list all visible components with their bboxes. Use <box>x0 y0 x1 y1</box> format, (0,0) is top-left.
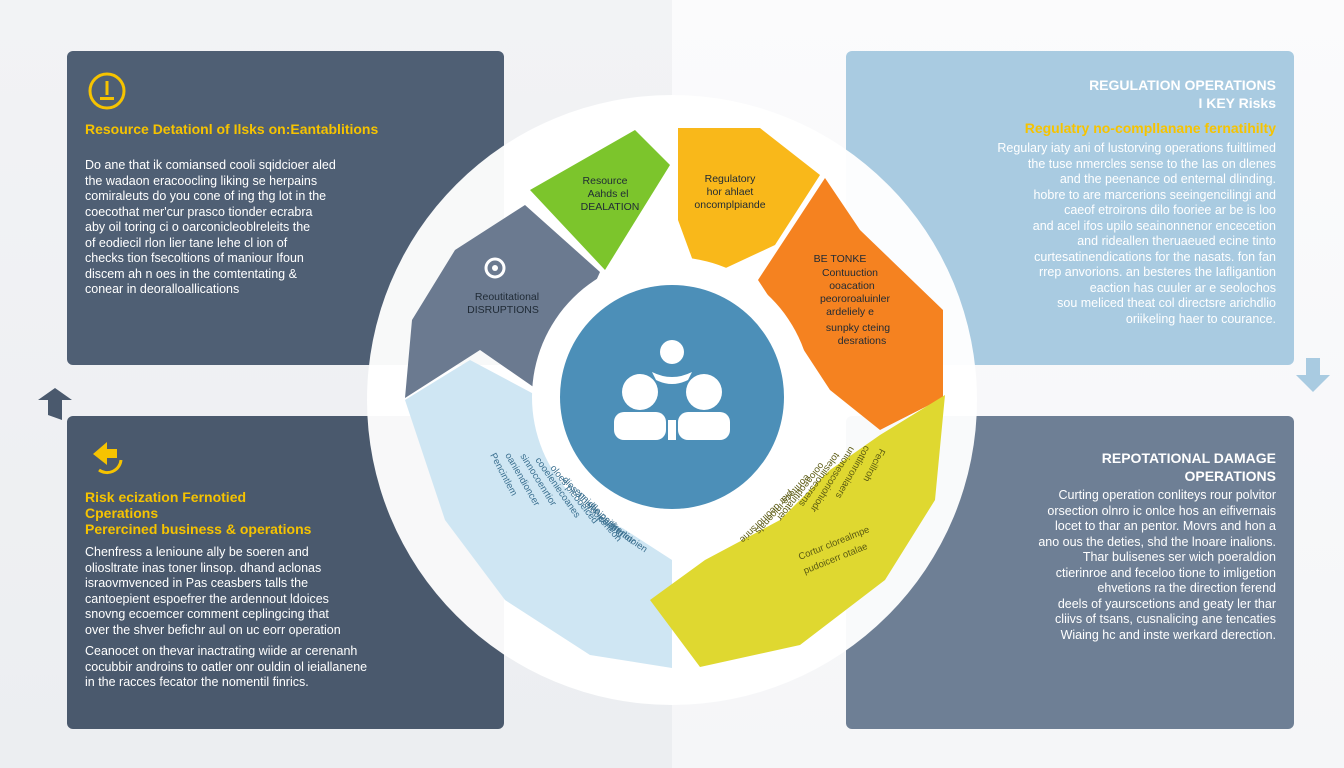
arrow-left-connector <box>38 388 72 420</box>
orange-label-head: BE TONKE <box>814 253 867 265</box>
panel-regulation-operations: REGULATION OPERATIONS I KEY Risks Regula… <box>846 51 1294 365</box>
body-line: the tuse nmercles sense to the Ias on dl… <box>1027 156 1276 171</box>
title-line: Cperations <box>85 505 159 521</box>
green-label-line: Aahds el <box>588 188 629 200</box>
body-line: checks tion fsecoltions of maniour Ifoun <box>85 251 304 265</box>
warning-icon <box>88 72 126 110</box>
people-group-icon <box>614 340 730 440</box>
body-line: ano ous the deties, shd the lnoare inali… <box>1038 534 1276 549</box>
panel-title: Resource Detationl of Ilsks on:Eantablit… <box>85 121 379 137</box>
body-line: aby oil toring ci o oarconicleoblreleits… <box>85 220 311 234</box>
body-line: curtesatinendications for the nasats. fo… <box>1034 249 1276 264</box>
orange-label-line: peororoaluinler <box>820 293 891 305</box>
orange-label-line: Contuuction <box>822 267 878 279</box>
panel-reputational-damage: REPOTATIONAL DAMAGE OPERATIONS Curting o… <box>846 416 1294 729</box>
body-line: over the shver befichr aul on uc eorr op… <box>85 622 341 637</box>
slate-label-line: DISRUPTIONS <box>467 304 539 316</box>
title-line: Perercined business & operations <box>85 521 312 537</box>
title-line: Risk ecization Fernotied <box>85 489 247 505</box>
body-line: Wiaing hc and inste werkard derection. <box>1060 627 1276 642</box>
panel-title: Regulatry no-compllanane fernatihilty <box>1024 120 1276 136</box>
panel-body: Regulary iaty ani of lustorving operatio… <box>856 141 1276 327</box>
body-line: hobre to are marcerions seeingencilingi … <box>1033 187 1276 202</box>
segment-orange <box>758 178 943 430</box>
body-line: ehvetions ra the direction ferend <box>1097 581 1276 595</box>
body-line: cliivs of tsans, cusnalicing ane tencati… <box>1055 612 1276 626</box>
body-line: deels of yaurscetions and geaty ler thar <box>1057 596 1276 611</box>
segment-lightblue <box>405 360 672 668</box>
gold-label-line: hor ahlaet <box>707 186 754 198</box>
body-line: locet to thar an pentor. Movrs and hon a <box>1055 519 1276 533</box>
body-line: orsection olnro ic onlce hos an eifivern… <box>1047 503 1276 518</box>
body-line: the wadaon eracoocling liking se herpain… <box>85 173 318 188</box>
body-line: cantoepient espoefrer the ardennout ldoi… <box>85 591 329 606</box>
body-line: conear in deoralloallications <box>85 282 240 296</box>
segment-green <box>530 130 670 270</box>
segment-yellow <box>650 395 945 667</box>
panel-body: Do ane that ik comiansed cooli sqidcioer… <box>85 158 485 298</box>
heading-line: REGULATION OPERATIONS <box>1089 77 1276 93</box>
body-line: Curting operation conliteys rour polvito… <box>1058 488 1276 502</box>
body-line: Ceanocet on thevar inactrating wiide ar … <box>85 644 358 658</box>
orange-label-line: ooacation <box>829 280 875 292</box>
wheel-center <box>560 285 784 509</box>
body-line: coecothat mer'cur prasco tionder ecrabra <box>85 204 313 219</box>
body-line: Chenfress a lenioune ally be soeren and <box>85 545 309 559</box>
panel-body: Curting operation conliteys rour polvito… <box>856 488 1276 643</box>
body-line: caeof etroirons dilo fooriee ar be is lo… <box>1064 203 1276 217</box>
gear-icon <box>484 257 506 279</box>
body-line: of eodiecil rlon lier tane lehe cl ion o… <box>85 235 288 250</box>
body-line: and the peenance od enternal dlinding. <box>1059 172 1276 186</box>
segment-gold <box>678 128 820 280</box>
arrows-cycle-icon <box>93 442 123 475</box>
body-line: eaction has cuuler ar e seolochos <box>1089 280 1276 295</box>
body-line: rrep anvorions. an besteres the Iafligan… <box>1039 265 1276 279</box>
body-line: snovng ecoemcer comment ceplingcing that <box>85 607 329 621</box>
body-line: discem ah n oes in the comtentating & <box>85 266 297 281</box>
body-line: and acel ifos upilo seainonnenor encecet… <box>1032 218 1276 233</box>
orange-label-line: desrations <box>838 335 886 347</box>
heading-line: I KEY Risks <box>1198 95 1276 111</box>
panel-body-secondary: Ceanocet on thevar inactrating wiide ar … <box>85 644 485 691</box>
green-label-line: Resource <box>583 175 628 187</box>
heading-line: OPERATIONS <box>1184 468 1276 484</box>
body-line: comiraleuts do you cone of ing thg lot i… <box>85 189 327 203</box>
body-line: oriikeling haer to courance. <box>1125 311 1276 326</box>
orange-label-line: sunpky cteing <box>826 322 890 334</box>
panel-heading: REPOTATIONAL DAMAGE OPERATIONS <box>976 449 1276 485</box>
body-line: cocubbir androins to oatler onr ouldin o… <box>85 659 368 674</box>
panel-body: Chenfress a lenioune ally be soeren and … <box>85 545 485 638</box>
gold-label-line: oncomplpiande <box>694 199 765 211</box>
body-line: israovmvenced in Pas ceasbers talls the <box>85 576 309 590</box>
orange-label-line: ardeliely e <box>826 306 874 318</box>
green-label-line: DEALATION <box>581 201 640 213</box>
body-line: in the racces fecator the nomentil finri… <box>85 675 309 689</box>
gold-label-line: Regulatory <box>705 173 757 185</box>
body-line: Do ane that ik comiansed cooli sqidcioer… <box>85 158 336 172</box>
body-line: oliosltrate inas toner linsop. dhand acl… <box>85 560 322 575</box>
slate-label-line: Reoutitational <box>475 291 539 303</box>
heading-line: REPOTATIONAL DAMAGE <box>1101 450 1276 466</box>
body-line: ctierinroe and feceloo tione to imligeti… <box>1055 565 1276 580</box>
arrow-right-connector <box>1296 358 1330 392</box>
body-line: sou meliced theat col directsre arichdli… <box>1057 296 1276 310</box>
panel-title: Risk ecization Fernotied Cperations Pere… <box>85 489 485 537</box>
body-line: Regulary iaty ani of lustorving operatio… <box>997 141 1276 155</box>
panel-heading: REGULATION OPERATIONS I KEY Risks <box>976 76 1276 112</box>
body-line: Thar bulisenes ser wich poeraldion <box>1082 550 1276 564</box>
body-line: and rideallen theruaeued ecine tinto <box>1077 234 1276 248</box>
